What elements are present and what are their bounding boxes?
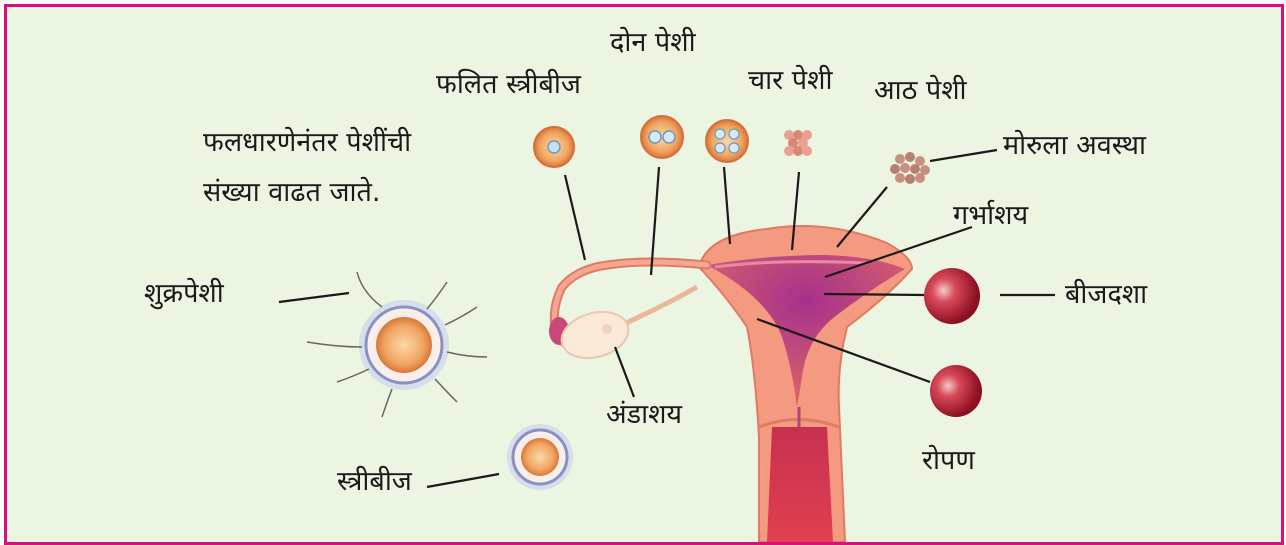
implantation-icon — [930, 365, 982, 417]
label-ovary: अंडाशय — [606, 399, 682, 431]
uterus-illustration — [699, 226, 912, 542]
four-cell-icon — [706, 120, 748, 162]
zygote-icon — [534, 127, 574, 167]
label-sperm: शुक्रपेशी — [144, 278, 224, 310]
label-morula: मोरुला अवस्था — [1003, 130, 1146, 162]
label-note-line1: फलधारणेनंतर पेशींची — [203, 127, 411, 159]
diagram-frame: दोन पेशी फलित स्त्रीबीज चार पेशी आठ पेशी… — [4, 4, 1284, 545]
label-two-cells: दोन पेशी — [610, 27, 696, 59]
label-eight-cells: आठ पेशी — [874, 75, 967, 107]
label-four-cells: चार पेशी — [748, 65, 832, 97]
label-fertilized-egg: फलित स्त्रीबीज — [436, 69, 581, 101]
label-implantation: रोपण — [922, 445, 975, 477]
label-uterus: गर्भाशय — [953, 200, 1028, 232]
label-blastocyst: बीजदशा — [1065, 279, 1147, 311]
blastocyst-icon — [924, 268, 980, 324]
sperm-ovum-illustration — [307, 272, 487, 417]
ovum-illustration — [507, 424, 573, 490]
reproduction-diagram — [7, 7, 1281, 542]
two-cell-icon — [641, 116, 683, 158]
label-note-line2: संख्या वाढत जाते. — [203, 177, 380, 209]
eight-cell-icon — [784, 130, 812, 156]
morula-icon — [890, 152, 930, 184]
label-ovum: स्त्रीबीज — [337, 466, 412, 498]
ovary — [556, 287, 697, 365]
